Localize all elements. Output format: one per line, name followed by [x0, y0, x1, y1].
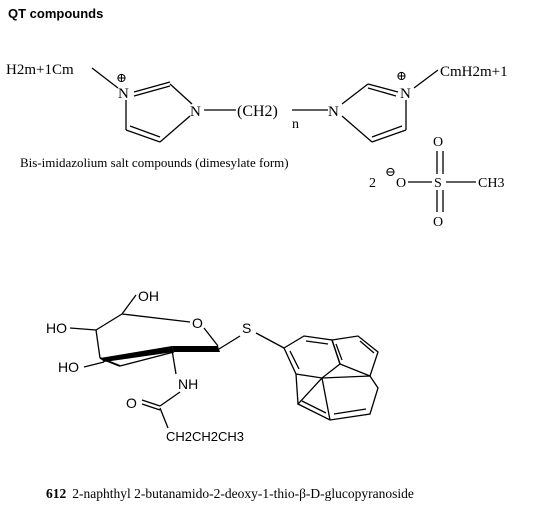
naphthalene-ring-b — [331, 335, 379, 377]
mesylate-methyl: CH3 — [478, 176, 504, 191]
nh-group: NH — [178, 376, 198, 392]
oh-bond — [83, 361, 105, 368]
compound-number: 612 — [46, 486, 67, 501]
figure-heading: QT compounds — [8, 6, 104, 21]
naphthalene-double — [289, 350, 300, 370]
mesylate-bottom-oxygen: O — [433, 215, 443, 230]
linker-group: (CH2) — [237, 103, 278, 120]
right-ring-double — [371, 125, 403, 138]
butyl-chain: CH2CH2CH3 — [166, 429, 244, 444]
ring-oxygen: O — [192, 315, 203, 331]
glucoside-structure: OH O HO HO NH O C — [46, 288, 379, 444]
naphthalene-double — [359, 340, 375, 354]
ring-bond — [95, 329, 101, 359]
oh-bond — [69, 327, 97, 331]
left-ring-bond — [133, 81, 171, 93]
naphthalene-bond — [295, 373, 299, 405]
left-ring-double — [133, 85, 171, 97]
ch2-bond — [121, 294, 137, 315]
naphthalene-double — [333, 408, 367, 415]
left-plus-charge: ⊕ — [116, 70, 127, 85]
carbonyl-oxygen: O — [126, 395, 137, 411]
naphthalene-double — [305, 340, 329, 345]
bis-imidazolium-structure: H2m+1Cm ⊕ N N (CH2) n N — [6, 62, 508, 143]
right-chain-bond — [413, 69, 439, 89]
n-c-bond — [159, 391, 181, 407]
right-ring-bond — [371, 129, 407, 143]
ring-bond — [121, 313, 191, 323]
ho-left-bottom: HO — [58, 359, 79, 375]
left-ring-double — [129, 125, 161, 138]
left-chain-bond — [91, 67, 119, 89]
mesylate-sulfur: S — [434, 176, 442, 191]
mesylate-coefficient: 2 — [369, 176, 376, 191]
c-o-double — [141, 399, 161, 407]
naphthalene-double — [301, 400, 327, 414]
glucoside-caption: 612 2-naphthyl 2-butanamido-2-deoxy-1-thi… — [46, 486, 414, 502]
c2-n-bond — [171, 349, 177, 375]
naphthalene-bond — [321, 377, 331, 421]
c-o-double — [141, 403, 161, 411]
ring-bond — [119, 351, 175, 367]
right-ring-bond — [341, 83, 369, 105]
s-aryl-bond — [255, 332, 285, 349]
right-ring-bond — [367, 83, 399, 93]
left-n: N — [190, 104, 201, 120]
right-ring-bond — [341, 115, 373, 143]
ring-bond — [203, 327, 219, 347]
left-ring-bond — [159, 115, 191, 143]
left-n-plus: N — [118, 86, 129, 102]
mesylate-structure: O 2 ⊖ O S CH3 O — [369, 135, 504, 230]
thio-sulfur: S — [242, 320, 251, 336]
imidazolium-caption: Bis-imidazolium salt compounds (dimesyla… — [20, 155, 289, 170]
left-alkyl-chain: H2m+1Cm — [6, 62, 74, 78]
naphthalene-double — [335, 343, 343, 361]
ring-front-wedge — [172, 346, 220, 352]
minus-charge: ⊖ — [385, 164, 396, 179]
mesylate-top-oxygen: O — [433, 135, 443, 150]
ring-bond — [99, 357, 121, 367]
naphthalene-lower-ring — [296, 375, 379, 421]
ho-left-top: HO — [46, 320, 67, 336]
ring-front-wedge — [100, 346, 174, 362]
right-ring-double — [367, 87, 397, 97]
linker-subscript: n — [292, 117, 299, 132]
left-ring-bond — [125, 129, 161, 143]
right-n-plus: N — [400, 86, 411, 102]
c1-s-bond — [218, 335, 241, 350]
left-ring-bond — [169, 83, 193, 105]
oh-top: OH — [138, 288, 159, 304]
ring-bond — [95, 313, 123, 331]
compound-name: 2-naphthyl 2-butanamido-2-deoxy-1-thio-β… — [72, 486, 414, 501]
right-plus-charge: ⊕ — [396, 68, 407, 83]
mesylate-anion-oxygen: O — [396, 176, 406, 191]
right-n: N — [328, 104, 339, 120]
right-alkyl-chain: CmH2m+1 — [440, 64, 508, 80]
c-chain-bond — [159, 407, 169, 429]
